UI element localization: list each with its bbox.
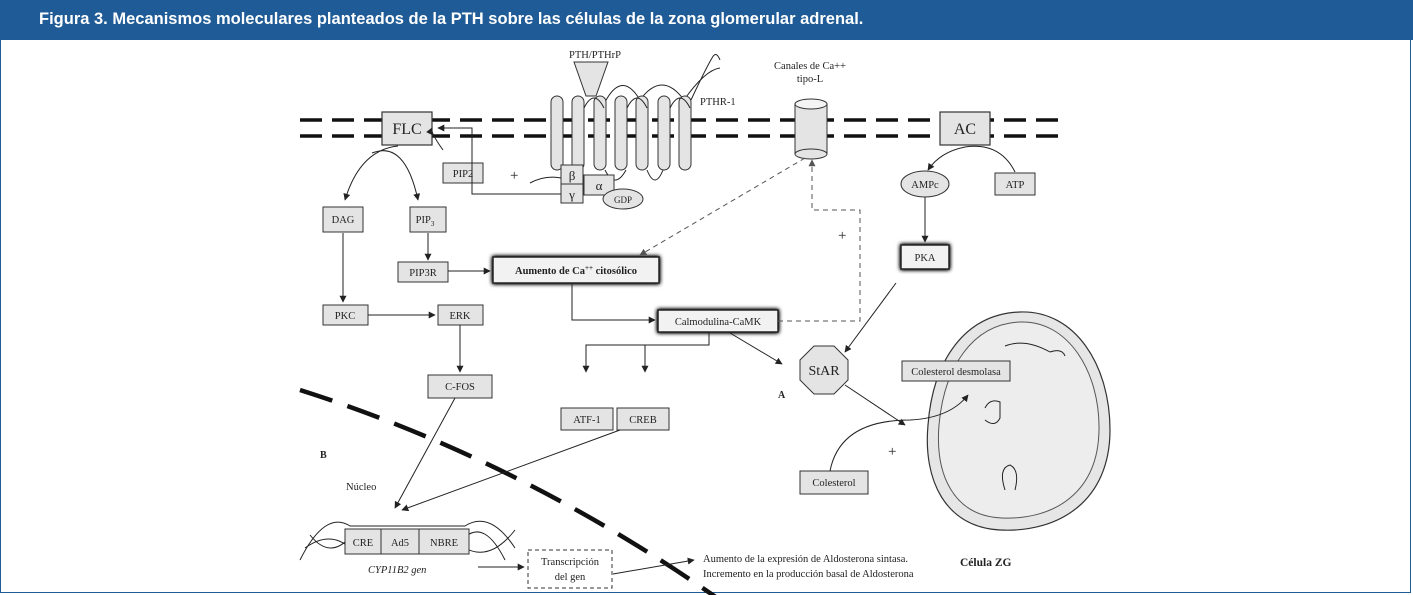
ad5-label: Ad5 — [391, 538, 409, 549]
colesterol-label: Colesterol — [812, 478, 855, 489]
camk-label: Calmodulina-CaMK — [675, 317, 762, 328]
calcium-increase-box — [492, 256, 660, 284]
camk-to-star-arrow — [729, 332, 783, 365]
pthr1-receptor — [550, 54, 721, 181]
cre-box — [344, 528, 382, 555]
ad5-box — [380, 528, 420, 555]
ac-box — [939, 111, 991, 146]
creb-label: CREB — [629, 415, 656, 426]
erk-label: ERK — [450, 311, 471, 322]
creb-box — [616, 407, 670, 431]
nbre-label: NBRE — [430, 538, 458, 549]
dag-label: DAG — [332, 215, 355, 226]
label-a: A — [778, 390, 786, 401]
cre-label: CRE — [353, 538, 373, 549]
camk-to-atf1-arrow — [582, 333, 710, 373]
g-beta-label: β — [569, 168, 576, 183]
ligand-label: PTH/PTHrP — [569, 50, 621, 61]
flc-to-dag-arrow — [343, 145, 399, 201]
atp-label: ATP — [1006, 180, 1025, 191]
channel-label-line1: Canales de Ca++ — [774, 61, 846, 72]
star-label: StAR — [808, 364, 840, 379]
cfos-box — [427, 374, 493, 399]
pip2-to-flc-arrow — [426, 127, 444, 151]
pip3-box — [409, 206, 447, 233]
pka-to-star-arrow — [844, 282, 897, 353]
g-gamma-label: γ — [568, 187, 575, 202]
pip3-label: PIP3 — [416, 215, 435, 228]
pkc-label: PKC — [335, 311, 355, 322]
atf1-box — [560, 407, 614, 431]
transcripcion-line1: Transcripción — [541, 557, 600, 568]
atf1-label: ATF-1 — [573, 415, 600, 426]
outcome-line1: Aumento de la expresión de Aldosterona s… — [703, 554, 908, 565]
mitochondrion — [926, 311, 1111, 531]
calcium-increase-label: Aumento de Ca++ citosólico — [515, 264, 637, 277]
plus-sign-right: + — [888, 444, 896, 460]
channel-label-line2: tipo-L — [797, 74, 823, 85]
desmolasa-label: Colesterol desmolasa — [911, 367, 1001, 378]
pka-label: PKA — [914, 253, 935, 264]
cell-label: Célula ZG — [960, 557, 1011, 569]
colesterol-box — [799, 470, 869, 495]
cfos-label: C-FOS — [445, 382, 475, 393]
gdp-label: GDP — [614, 195, 632, 205]
ac-label: AC — [954, 121, 976, 138]
ampc-label: AMPc — [911, 180, 939, 191]
g-protein-link — [529, 176, 562, 184]
label-b: B — [320, 450, 327, 461]
plus-sign-mid: + — [838, 228, 846, 244]
pip3r-box — [397, 261, 449, 283]
nuclear-envelope — [299, 387, 717, 595]
camk-to-channel-dashed-arrow — [778, 159, 861, 322]
receptor-label: PTHR-1 — [700, 97, 736, 108]
gene-label: CYP11B2 gen — [368, 565, 426, 576]
creb-to-promoter-arrow — [401, 429, 621, 512]
star-node — [799, 345, 849, 395]
colesterol-to-mitochondrion-arrow — [829, 394, 969, 472]
figure-caption: Figura 3. Mecanismos moleculares plantea… — [0, 0, 1413, 40]
star-to-mitochondrion-arrow — [844, 384, 906, 426]
channel-to-calcium-dashed-arrow — [639, 157, 806, 256]
flc-label: FLC — [392, 121, 421, 138]
plus-sign-left: + — [510, 168, 518, 184]
calcium-to-camk-arrow — [571, 284, 656, 324]
outcome-line2: Incremento en la producción basal de Ald… — [703, 569, 914, 580]
pka-box — [900, 244, 950, 270]
g-protein-to-flc-arrow — [437, 124, 561, 195]
transcripcion-line2: del gen — [555, 572, 586, 583]
cfos-to-promoter-arrow — [394, 397, 456, 509]
transcripcion-box — [527, 549, 613, 589]
nucleus-label: Núcleo — [346, 482, 376, 493]
pip2-label: PIP2 — [453, 169, 473, 180]
atp-box — [994, 172, 1036, 196]
pip2-box — [442, 162, 484, 184]
transcription-to-outcome-arrow — [612, 557, 695, 575]
g-alpha-label: α — [596, 178, 603, 193]
calcium-channel — [794, 98, 828, 160]
pth-ligand-shape — [573, 61, 609, 97]
pip3r-label: PIP3R — [409, 268, 436, 279]
atp-to-ampc-arrow — [927, 145, 1016, 173]
flc-to-pip3-arrow — [371, 150, 421, 201]
g-protein — [560, 164, 644, 210]
nbre-box — [418, 528, 470, 555]
desmolasa-box — [901, 360, 1011, 382]
dag-box — [322, 206, 364, 233]
